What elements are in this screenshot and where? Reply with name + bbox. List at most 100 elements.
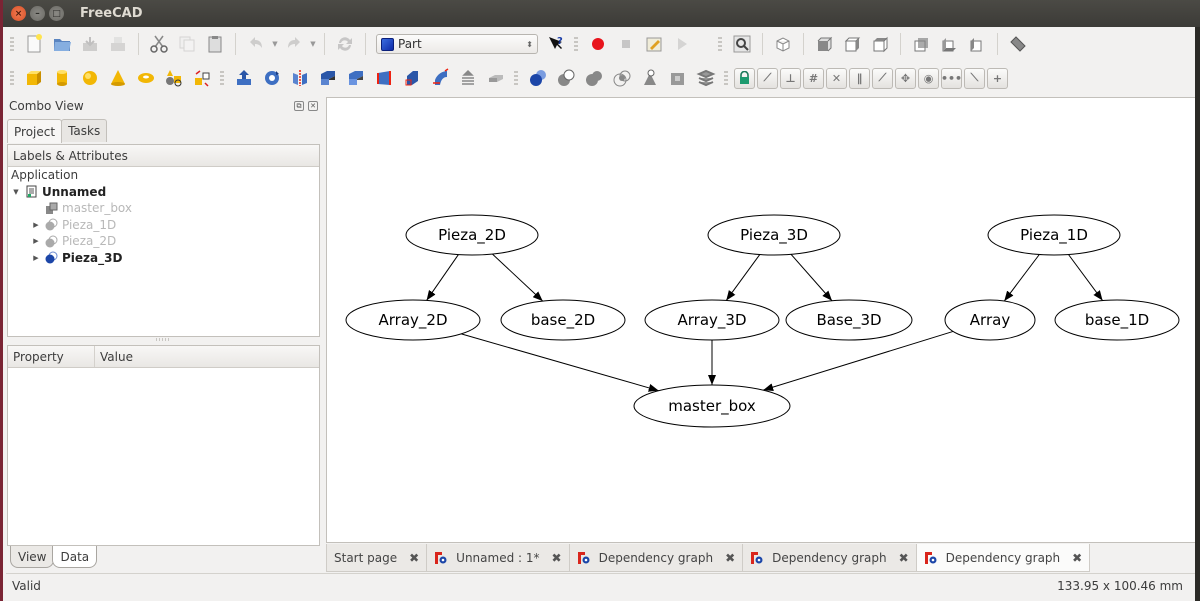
toolbar-grip[interactable] — [724, 71, 728, 85]
sweep-button[interactable] — [426, 64, 454, 92]
check-geometry-button[interactable] — [636, 64, 664, 92]
redo-dropdown[interactable]: ▼ — [310, 40, 316, 48]
doc-tab-start-page[interactable]: Start page ✖ — [326, 544, 428, 572]
close-tab-icon[interactable]: ✖ — [725, 550, 736, 565]
constraint-point-on-object-button[interactable]: ⟋ — [872, 67, 893, 89]
fit-all-button[interactable] — [728, 30, 756, 58]
constraint-points-button[interactable]: ••• — [941, 67, 962, 89]
compound-button[interactable] — [692, 64, 720, 92]
section-button[interactable] — [454, 64, 482, 92]
create-primitives-button[interactable] — [160, 64, 188, 92]
cut-button[interactable] — [145, 30, 173, 58]
box-button[interactable] — [20, 64, 48, 92]
macro-stop-button[interactable] — [612, 30, 640, 58]
tab-tasks[interactable]: Tasks — [61, 119, 108, 142]
measure-button[interactable] — [1004, 30, 1032, 58]
constraint-lock-button[interactable] — [734, 67, 755, 89]
macro-run-button[interactable] — [668, 30, 696, 58]
isometric-view-button[interactable] — [769, 30, 797, 58]
shape-builder-button[interactable] — [188, 64, 216, 92]
tree-item-pieza-3d[interactable]: ▶ Pieza_3D — [8, 250, 319, 267]
refresh-button[interactable] — [331, 30, 359, 58]
toolbar-grip[interactable] — [10, 37, 14, 51]
macro-edit-button[interactable] — [640, 30, 668, 58]
whats-this-button[interactable]: ? — [542, 30, 570, 58]
toolbar-grip[interactable] — [514, 71, 518, 85]
cylinder-button[interactable] — [48, 64, 76, 92]
close-panel-button[interactable]: ✕ — [308, 101, 318, 111]
fillet-button[interactable] — [314, 64, 342, 92]
save-button[interactable] — [76, 30, 104, 58]
new-document-button[interactable] — [20, 30, 48, 58]
copy-button[interactable] — [173, 30, 201, 58]
graph-node-pieza_3d[interactable]: Pieza_3D — [707, 214, 841, 256]
chamfer-button[interactable] — [342, 64, 370, 92]
left-view-button[interactable] — [963, 30, 991, 58]
undo-dropdown[interactable]: ▼ — [272, 40, 278, 48]
common-button[interactable] — [608, 64, 636, 92]
bottom-view-button[interactable] — [935, 30, 963, 58]
cone-button[interactable] — [104, 64, 132, 92]
close-window-button[interactable]: × — [11, 6, 26, 21]
constraint-distance-button[interactable]: ⟍ — [964, 67, 985, 89]
graph-node-pieza_1d[interactable]: Pieza_1D — [987, 214, 1121, 256]
undo-button[interactable] — [242, 30, 270, 58]
torus-button[interactable] — [132, 64, 160, 92]
close-tab-icon[interactable]: ✖ — [1072, 550, 1083, 565]
graph-node-pieza_2d[interactable]: Pieza_2D — [405, 214, 539, 256]
tab-data[interactable]: Data — [52, 546, 98, 568]
paste-button[interactable] — [201, 30, 229, 58]
value-column-header[interactable]: Value — [100, 349, 133, 364]
workbench-selector[interactable]: Part ⬍ — [376, 34, 538, 54]
graph-node-array[interactable]: Array — [944, 299, 1036, 341]
ruled-surface-button[interactable] — [370, 64, 398, 92]
tab-project[interactable]: Project — [7, 119, 63, 143]
expand-arrow-icon[interactable]: ▼ — [13, 187, 19, 196]
fuse-button[interactable] — [580, 64, 608, 92]
expand-arrow-icon[interactable]: ▶ — [33, 220, 39, 229]
cross-sections-button[interactable] — [482, 64, 510, 92]
tree-item-master-box[interactable]: master_box — [8, 200, 319, 217]
doc-tab-unnamed[interactable]: Unnamed : 1* ✖ — [426, 544, 570, 572]
rear-view-button[interactable] — [907, 30, 935, 58]
save-as-button[interactable] — [104, 30, 132, 58]
toolbar-grip[interactable] — [220, 71, 224, 85]
extrude-button[interactable] — [230, 64, 258, 92]
graph-node-master_box[interactable]: master_box — [633, 384, 791, 428]
mirror-button[interactable] — [286, 64, 314, 92]
top-view-button[interactable] — [838, 30, 866, 58]
toolbar-grip[interactable] — [10, 71, 14, 85]
constraint-cross-button[interactable]: ✕ — [826, 67, 847, 89]
front-view-button[interactable] — [810, 30, 838, 58]
close-tab-icon[interactable]: ✖ — [551, 550, 562, 565]
revolve-button[interactable] — [258, 64, 286, 92]
float-panel-button[interactable]: ⧉ — [294, 101, 304, 111]
toolbar-grip[interactable] — [574, 37, 578, 51]
loft-button[interactable] — [398, 64, 426, 92]
sphere-button[interactable] — [76, 64, 104, 92]
constraint-add-button[interactable]: + — [987, 67, 1008, 89]
right-view-button[interactable] — [866, 30, 894, 58]
boolean-button[interactable] — [524, 64, 552, 92]
constraint-coincident-button[interactable]: ⟋ — [757, 67, 778, 89]
graph-node-array_2d[interactable]: Array_2D — [345, 299, 481, 341]
tree-document[interactable]: ▼ Unnamed — [8, 184, 319, 201]
graph-node-base_1d[interactable]: base_1D — [1054, 299, 1180, 341]
doc-tab-dependency-graph[interactable]: Dependency graph ✖ — [742, 544, 917, 572]
defeaturing-button[interactable] — [664, 64, 692, 92]
open-button[interactable] — [48, 30, 76, 58]
graph-node-base_3d[interactable]: Base_3D — [785, 299, 913, 341]
maximize-window-button[interactable]: □ — [49, 6, 64, 21]
cut-boolean-button[interactable] — [552, 64, 580, 92]
constraint-parallel-button[interactable]: ∥ — [849, 67, 870, 89]
property-column-header[interactable]: Property — [8, 346, 95, 367]
panel-splitter[interactable] — [156, 338, 170, 341]
expand-arrow-icon[interactable]: ▶ — [33, 253, 39, 262]
graph-node-array_3d[interactable]: Array_3D — [644, 299, 780, 341]
toolbar-grip[interactable] — [718, 37, 722, 51]
tree-header[interactable]: Labels & Attributes — [8, 145, 319, 167]
macro-record-button[interactable] — [584, 30, 612, 58]
minimize-window-button[interactable]: – — [30, 6, 45, 21]
close-tab-icon[interactable]: ✖ — [898, 550, 909, 565]
expand-arrow-icon[interactable]: ▶ — [33, 237, 39, 246]
